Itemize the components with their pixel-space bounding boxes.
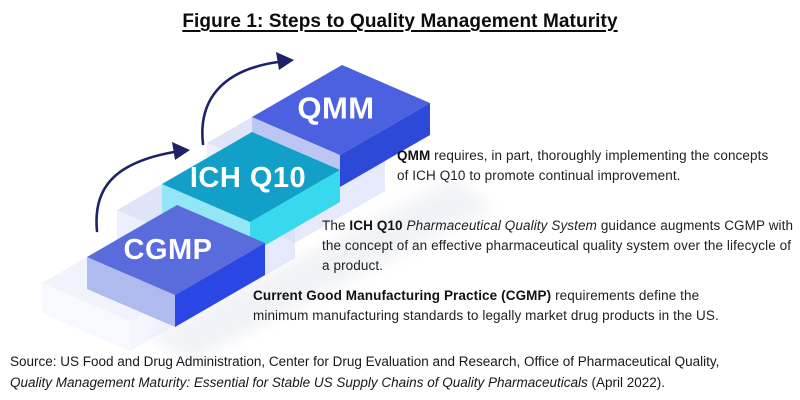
staircase-shadow — [150, 178, 492, 362]
ich-q10-step-label: ICH Q10 — [190, 162, 306, 194]
qmm-description-line2: of ICH Q10 to promote continual improvem… — [397, 168, 681, 183]
qmm-description-line1: requires, in part, thoroughly implementi… — [430, 148, 769, 163]
qmm-description-bold: QMM — [397, 148, 431, 163]
cgmp-description-bold: Current Good Manufacturing Practice (CGM… — [253, 288, 552, 303]
arrow-ich-to-qmm — [201, 52, 294, 146]
cgmp-description-line1: requirements define the — [551, 288, 700, 303]
source-citation: Source: US Food and Drug Administration,… — [10, 351, 790, 393]
arrow-cgmp-to-ich-curve — [95, 150, 176, 233]
source-report-title: Quality Management Maturity: Essential f… — [10, 375, 588, 390]
cgmp-step-right-face — [175, 243, 265, 327]
qmm-description: QMM requires, in part, thoroughly implem… — [397, 146, 800, 186]
ich-description-bold: ICH Q10 — [349, 218, 403, 233]
ich-description-lead: The — [322, 218, 350, 233]
ich-q10-step-top-face — [162, 132, 340, 222]
source-line1: Source: US Food and Drug Administration,… — [10, 354, 720, 369]
figure-title: Figure 1: Steps to Quality Management Ma… — [182, 11, 618, 32]
arrow-ich-to-qmm-curve — [201, 60, 280, 146]
ich-description-line2: the concept of an effective pharmaceutic… — [322, 238, 792, 253]
ich-description-italic: Pharmaceutical Quality System — [402, 218, 597, 233]
arrow-cgmp-to-ich — [95, 142, 190, 233]
cgmp-description-line2: minimum manufacturing standards to legal… — [253, 308, 719, 323]
cgmp-ghost-left-face — [42, 283, 130, 351]
ich-q10-step: ICH Q10 — [162, 132, 340, 254]
ich-description-line3: a product. — [322, 258, 384, 273]
ich-q10-description: The ICH Q10 Pharmaceutical Quality Syste… — [322, 216, 800, 276]
ich-q10-step-right-face — [250, 170, 340, 254]
cgmp-step-left-face — [87, 257, 175, 327]
arrow-cgmp-to-ich-head — [172, 142, 190, 160]
cgmp-step: CGMP — [87, 205, 265, 327]
qmm-step-right-face — [340, 103, 430, 187]
source-date: (April 2022). — [587, 375, 666, 390]
ich-description-line1: guidance augments CGMP with — [596, 218, 794, 233]
qmm-step-top-face — [252, 65, 430, 155]
cgmp-description: Current Good Manufacturing Practice (CGM… — [253, 286, 773, 326]
cgmp-step-top-face — [87, 205, 265, 295]
cgmp-step-label: CGMP — [124, 234, 213, 266]
qmm-step-label: QMM — [297, 91, 374, 126]
arrow-ich-to-qmm-head — [276, 52, 294, 70]
